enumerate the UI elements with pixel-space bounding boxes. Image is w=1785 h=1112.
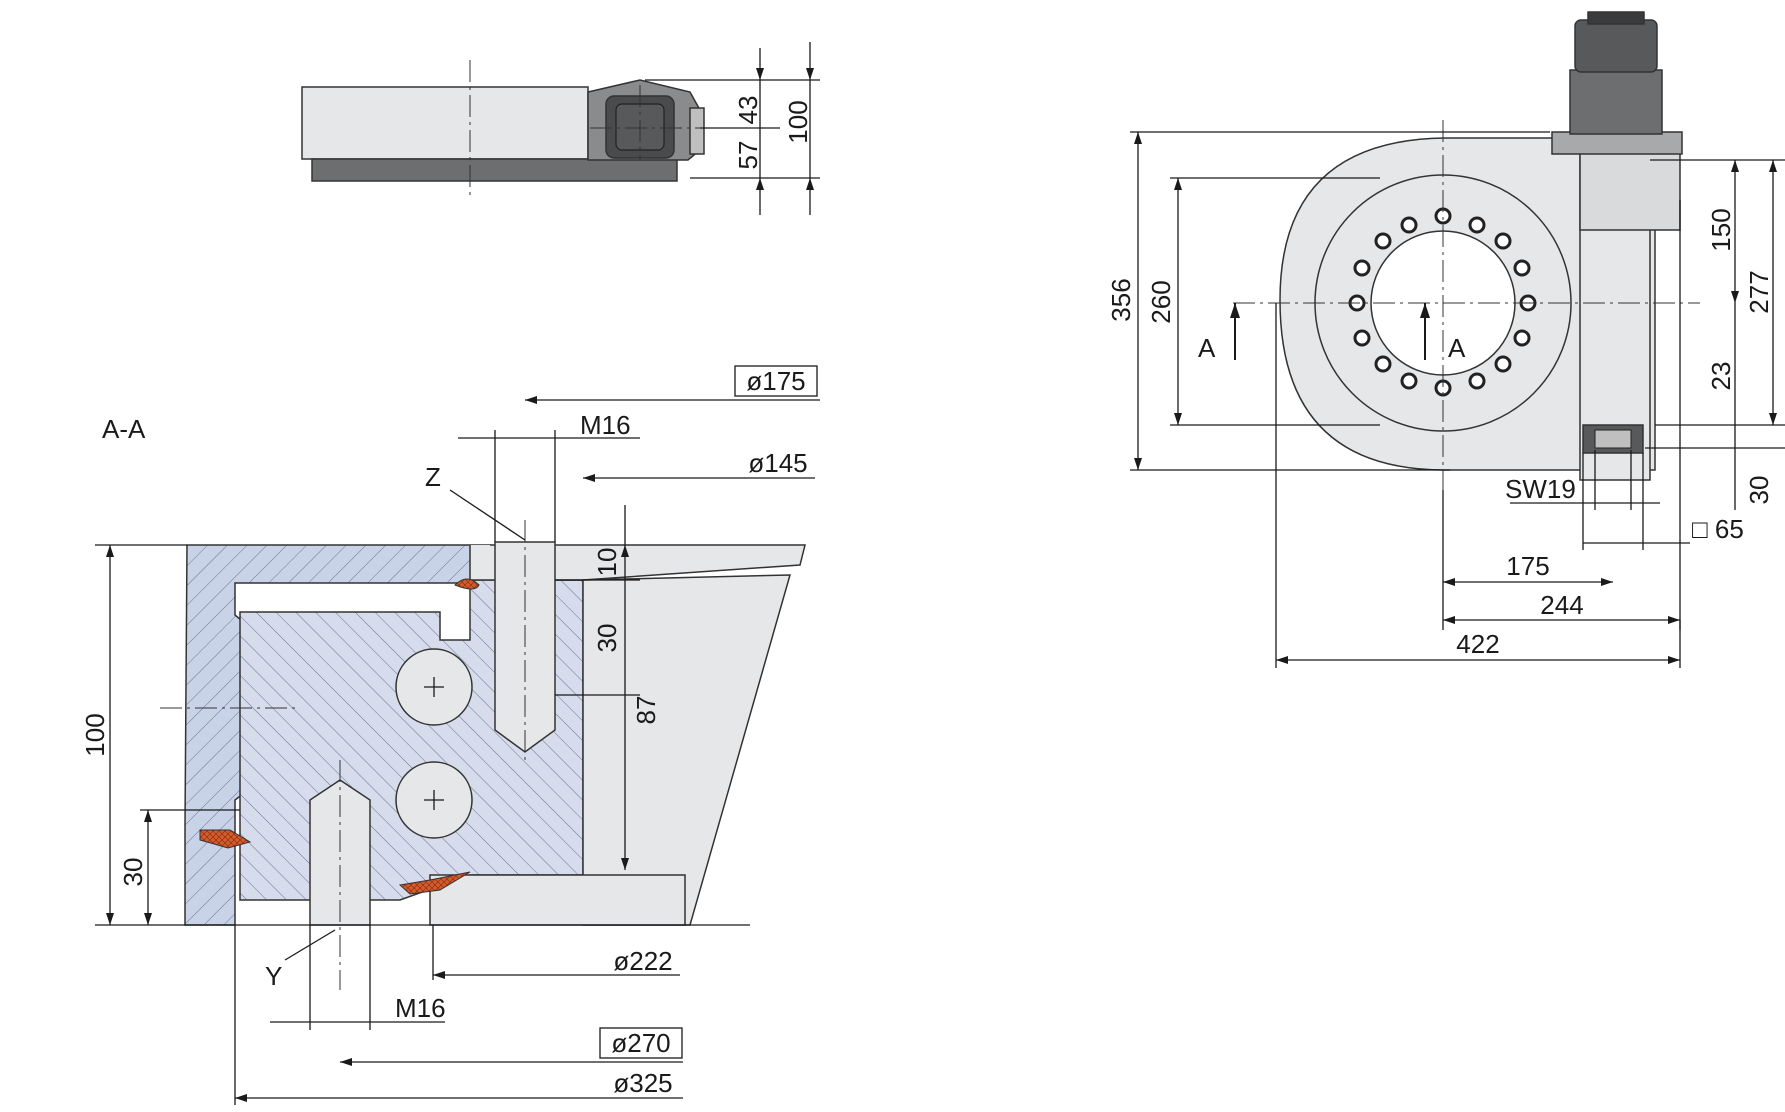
dim-30-front: 30 [1744,476,1774,505]
dim-m16-top: M16 [580,410,631,440]
section-mark-a-center: A [1448,333,1466,363]
dim-23: 23 [1706,362,1736,391]
dim-244: 244 [1540,590,1583,620]
dim-sq65: □ 65 [1692,514,1744,544]
worm-cap [1579,149,1681,231]
top-view: 43 57 100 [301,42,820,215]
top-ring-base [311,158,678,182]
top-ring-housing [301,86,589,160]
dim-sw19: SW19 [1505,474,1576,504]
dim-222: ø222 [613,946,672,976]
inner-base-plate [429,874,686,926]
dim-325: ø325 [613,1068,672,1098]
dim-175: ø175 [746,366,805,396]
dim-270: ø270 [611,1028,670,1058]
seal-top [454,578,480,590]
label-y: Y [265,961,282,991]
dim-10: 10 [592,548,622,577]
dim-356: 356 [1106,278,1136,321]
dim-100-section: 100 [80,713,110,756]
top-bolt-cover [689,107,705,155]
dim-175-box [734,365,818,397]
dim-270-box [599,1027,683,1059]
dim-260: 260 [1146,280,1176,323]
bolt-circle [1348,207,1537,397]
motor-body [1569,69,1663,135]
motor-cap [1587,11,1645,25]
dim-145: ø145 [748,448,807,478]
dim-277: 277 [1744,270,1774,313]
motor-flange [1551,131,1683,155]
section-view: A-A 100 30 87 [80,365,820,1105]
dim-422: 422 [1456,629,1499,659]
dim-150: 150 [1706,208,1736,251]
dim-87: 87 [631,696,661,725]
hex-drive-socket [1594,429,1632,449]
section-mark-a-left: A [1198,333,1216,363]
label-z: Z [425,462,441,492]
dim-30-section: 30 [118,858,148,887]
dim-175-front: 175 [1506,551,1549,581]
dim-m16-bottom: M16 [395,993,446,1023]
motor-top [1574,19,1658,73]
seal-right [398,871,471,895]
section-title: A-A [102,414,146,444]
dim-100-top: 100 [783,100,813,143]
front-view: A A 356 260 150 277 23 30 SW19 [1106,11,1785,668]
dim-30-bolt: 30 [592,624,622,653]
dim-43: 43 [733,96,763,125]
dim-57: 57 [733,141,763,170]
seal-left [199,829,252,849]
